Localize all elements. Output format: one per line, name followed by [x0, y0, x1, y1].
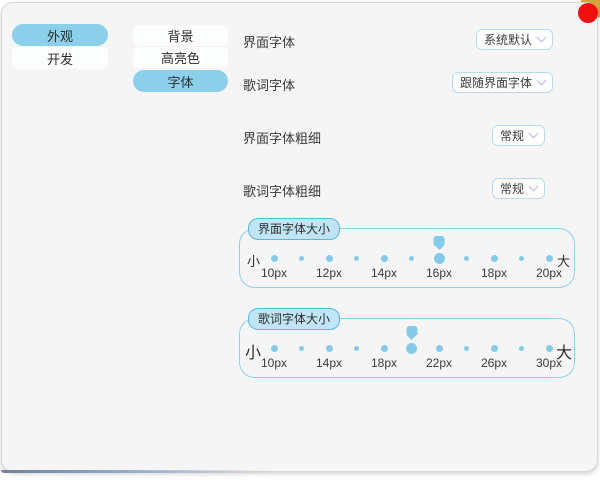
ui-font-select[interactable]: 系统默认	[475, 29, 553, 50]
slider-tick[interactable]	[454, 229, 480, 287]
lyric-font-size-slider[interactable]: 10px 14px 18px 22px 26px 30px	[261, 319, 562, 377]
slider-dot[interactable]	[380, 255, 388, 262]
slider-dot[interactable]	[545, 345, 553, 352]
lyric-font-size-max-label: 大	[555, 345, 572, 362]
slider-dot[interactable]	[490, 345, 498, 352]
slider-dot[interactable]	[325, 345, 333, 352]
slider-tick[interactable]: 18px	[371, 319, 397, 377]
slider-dot[interactable]	[380, 345, 388, 352]
row-label-ui-font: 界面字体	[243, 35, 296, 50]
slider-tick[interactable]: 18px	[481, 229, 507, 287]
tick-label: 26px	[480, 356, 508, 370]
slider-dot[interactable]	[299, 256, 304, 261]
ui-font-size-min-label: 小	[247, 254, 261, 269]
tick-label: 12px	[315, 266, 343, 280]
slider-dot[interactable]	[433, 253, 445, 264]
slider-tick[interactable]	[454, 319, 480, 377]
slider-dot[interactable]	[519, 256, 524, 261]
slider-tick[interactable]: 10px	[261, 319, 287, 377]
slider-thumb-icon[interactable]	[406, 326, 417, 340]
slider-tick[interactable]	[509, 229, 535, 287]
slider-tick[interactable]	[289, 319, 315, 377]
nav-tab-appearance[interactable]: 外观	[12, 24, 108, 46]
nav-tab-develop-label: 开发	[46, 51, 73, 67]
slider-dot[interactable]	[409, 256, 414, 261]
ui-font-weight-select[interactable]: 常规	[491, 125, 545, 146]
tick-label: 22px	[425, 356, 453, 370]
slider-tick[interactable]	[344, 319, 370, 377]
lyric-font-size-legend: 歌词字体大小	[248, 308, 341, 330]
tick-label: 14px	[370, 266, 398, 280]
subnav-item-font[interactable]: 字体	[133, 70, 228, 92]
chevron-down-icon	[536, 32, 547, 43]
slider-dot[interactable]	[464, 346, 469, 351]
subnav-item-highlight-color-label: 高亮色	[160, 51, 200, 66]
slider-dot[interactable]	[406, 343, 417, 354]
nav-tab-appearance-label: 外观	[46, 28, 73, 44]
ui-font-select-value: 系统默认	[483, 33, 532, 47]
lyric-font-size-group: 歌词字体大小 小 大 10px 14px 18px 22px 26px 30px	[239, 308, 575, 378]
ui-font-size-slider[interactable]: 10px 12px 14px 16px 18px 20px	[261, 229, 562, 287]
slider-tick[interactable]	[399, 319, 425, 377]
chevron-down-icon	[536, 75, 547, 86]
subnav-item-font-label: 字体	[167, 74, 194, 90]
tick-label: 20px	[535, 266, 563, 280]
lyric-font-size-min-label: 小	[245, 345, 262, 362]
row-label-lyric-font-weight: 歌词字体粗细	[243, 184, 322, 199]
slider-tick[interactable]: 30px	[536, 319, 562, 377]
slider-dot[interactable]	[270, 255, 278, 262]
slider-dot[interactable]	[519, 346, 524, 351]
tick-label: 18px	[480, 266, 508, 280]
slider-tick[interactable]	[399, 229, 425, 287]
slider-dot[interactable]	[299, 346, 304, 351]
lyric-font-select-value: 跟随界面字体	[459, 76, 532, 90]
slider-dot[interactable]	[270, 345, 278, 352]
slider-tick[interactable]: 26px	[481, 319, 507, 377]
slider-tick[interactable]: 14px	[371, 229, 397, 287]
slider-tick[interactable]	[289, 229, 315, 287]
slider-tick[interactable]: 12px	[316, 229, 342, 287]
tick-label: 10px	[260, 266, 288, 280]
ui-font-weight-select-value: 常规	[499, 129, 524, 143]
slider-tick[interactable]: 20px	[536, 229, 562, 287]
slider-tick[interactable]: 16px	[426, 229, 452, 287]
window-bottom-edge-highlight	[1, 470, 271, 473]
lyric-font-select[interactable]: 跟随界面字体	[451, 72, 553, 93]
slider-dot[interactable]	[490, 255, 498, 262]
slider-dot[interactable]	[354, 346, 359, 351]
slider-dot[interactable]	[545, 255, 553, 262]
slider-tick[interactable]	[509, 319, 535, 377]
slider-tick[interactable]: 14px	[316, 319, 342, 377]
slider-dot[interactable]	[354, 256, 359, 261]
subnav-item-highlight-color[interactable]: 高亮色	[133, 47, 228, 68]
slider-tick[interactable]: 10px	[261, 229, 287, 287]
row-label-lyric-font: 歌词字体	[243, 78, 296, 93]
slider-thumb-icon[interactable]	[433, 236, 445, 250]
row-label-ui-font-weight: 界面字体粗细	[243, 131, 322, 146]
ui-font-size-max-label: 大	[556, 254, 570, 269]
lyric-font-weight-select[interactable]: 常规	[491, 178, 545, 199]
nav-tab-develop[interactable]: 开发	[12, 47, 108, 69]
subnav-item-background-label: 背景	[167, 29, 194, 44]
slider-dot[interactable]	[464, 256, 469, 261]
tick-label: 30px	[535, 356, 563, 370]
slider-dot[interactable]	[435, 345, 443, 352]
tick-label: 10px	[260, 356, 288, 370]
red-circle-button[interactable]	[578, 3, 598, 23]
slider-tick[interactable]: 22px	[426, 319, 452, 377]
ui-font-size-legend: 界面字体大小	[248, 218, 341, 240]
tick-label: 14px	[315, 356, 343, 370]
chevron-down-icon	[528, 128, 539, 139]
slider-tick[interactable]	[344, 229, 370, 287]
ui-font-size-group: 界面字体大小 小 大 10px 12px 14px 16px 18px 20px	[239, 218, 575, 288]
lyric-font-weight-select-value: 常规	[499, 182, 524, 196]
tick-label: 18px	[370, 356, 398, 370]
subnav-item-background[interactable]: 背景	[133, 25, 228, 46]
slider-dot[interactable]	[325, 255, 333, 262]
tick-label: 16px	[425, 266, 453, 280]
chevron-down-icon	[528, 181, 539, 192]
